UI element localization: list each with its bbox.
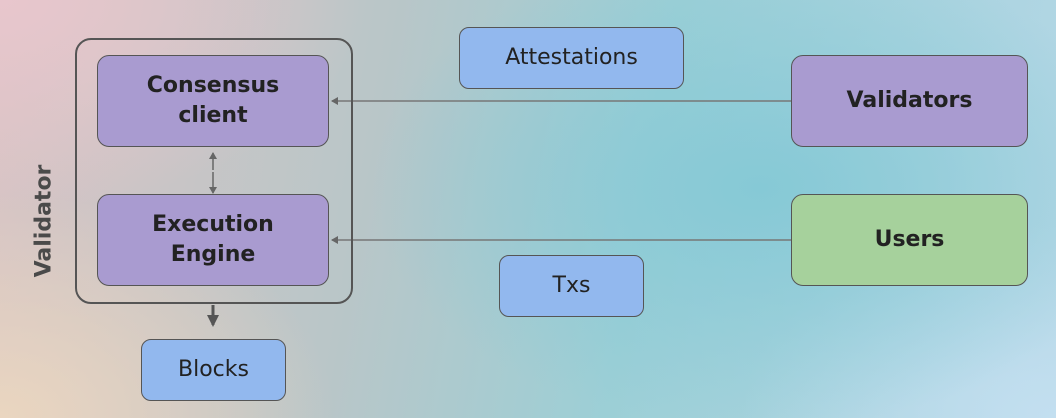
execution-engine-box[interactable]: Execution Engine <box>97 194 329 286</box>
consensus-client-box[interactable]: Consensus client <box>97 55 329 147</box>
blocks-label: Blocks <box>178 357 249 382</box>
blocks-box[interactable]: Blocks <box>141 339 286 401</box>
consensus-client-label: Consensus client <box>146 73 280 128</box>
validators-label: Validators <box>846 88 973 113</box>
txs-label: Txs <box>552 273 591 298</box>
users-box[interactable]: Users <box>791 194 1028 286</box>
execution-engine-label: Execution Engine <box>152 212 274 267</box>
validators-box[interactable]: Validators <box>791 55 1028 147</box>
txs-box[interactable]: Txs <box>499 255 644 317</box>
validator-container <box>75 38 353 304</box>
attestations-label: Attestations <box>505 45 638 70</box>
validator-label: Validator <box>31 164 57 278</box>
attestations-box[interactable]: Attestations <box>459 27 684 89</box>
users-label: Users <box>874 227 945 252</box>
